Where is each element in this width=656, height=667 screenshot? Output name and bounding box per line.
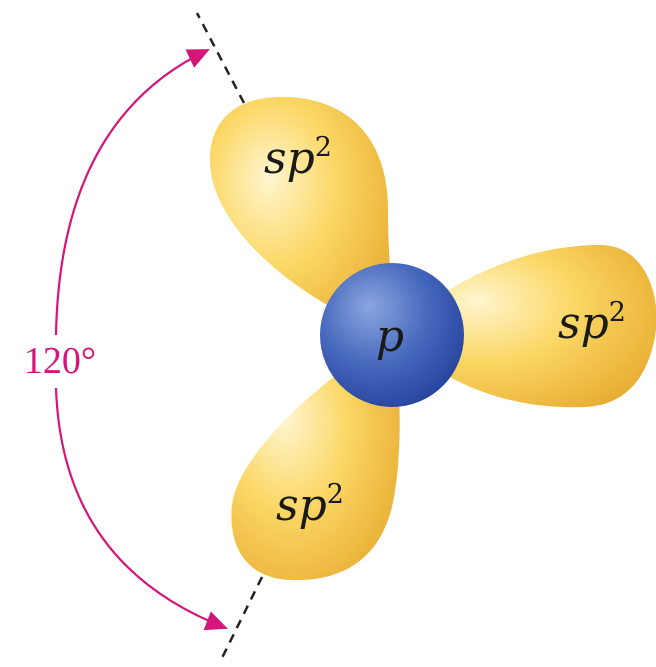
angle-label: 120° — [24, 340, 96, 382]
p-orbital-center: p — [320, 263, 464, 407]
axis-line-lower — [221, 577, 262, 660]
angle-arc-upper — [56, 50, 208, 335]
p-orbital-label: p — [376, 311, 404, 362]
angle-arc-lower — [56, 388, 226, 628]
axis-line-upper — [197, 13, 244, 103]
